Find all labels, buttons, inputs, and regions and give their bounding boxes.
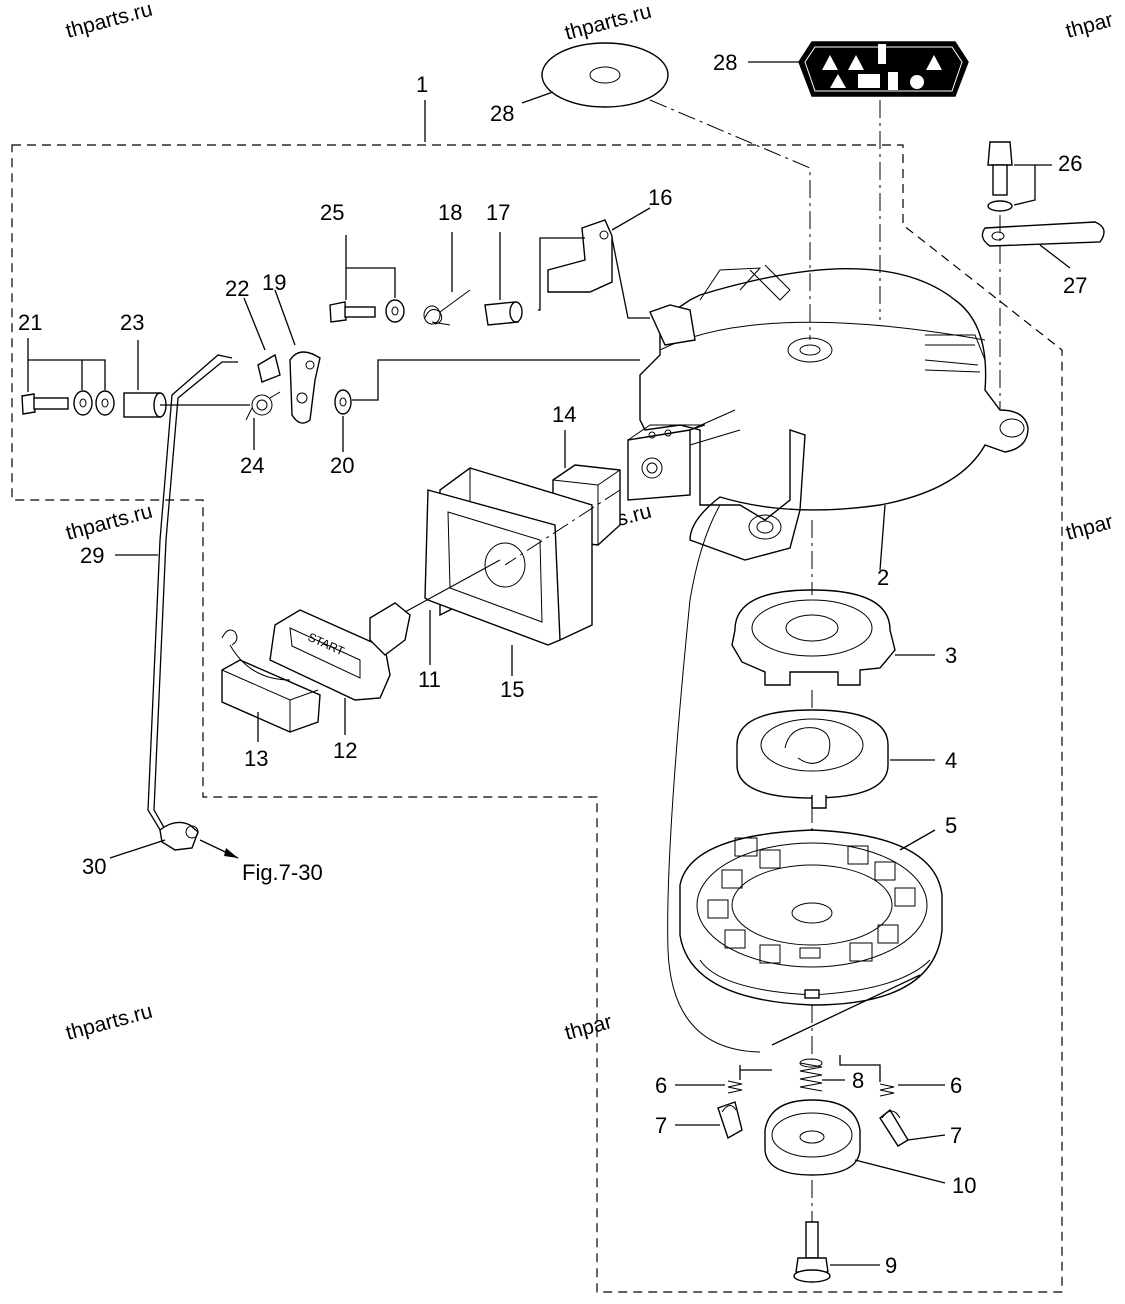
friction-spring bbox=[799, 1058, 823, 1092]
friction-plate bbox=[764, 1099, 861, 1176]
part-number-4: 4 bbox=[945, 748, 957, 773]
part-number-23: 23 bbox=[120, 310, 144, 335]
part-number-15: 15 bbox=[500, 677, 524, 702]
grommet-11 bbox=[424, 489, 561, 646]
part-number-10: 10 bbox=[952, 1173, 976, 1198]
clip-30 bbox=[159, 821, 199, 851]
part-number-3: 3 bbox=[945, 643, 957, 668]
part-number-24: 24 bbox=[240, 453, 264, 478]
part-number-18: 18 bbox=[438, 200, 462, 225]
screw-25 bbox=[329, 299, 405, 323]
starter-housing bbox=[627, 264, 1029, 561]
part-number-1: 1 bbox=[416, 72, 428, 97]
part-number-27: 27 bbox=[1063, 273, 1087, 298]
part-number-26: 26 bbox=[1058, 151, 1082, 176]
figure-ref-arrow bbox=[199, 839, 239, 859]
washer-20 bbox=[334, 389, 352, 415]
part-number-22: 22 bbox=[225, 276, 249, 301]
part-number-2: 2 bbox=[877, 565, 889, 590]
strap-27 bbox=[981, 221, 1105, 247]
pawl-spring-right bbox=[879, 1083, 895, 1097]
part-number-9: 9 bbox=[885, 1253, 897, 1278]
part-number-28-decal: 28 bbox=[490, 101, 514, 126]
figure-reference: Fig.7-30 bbox=[242, 860, 323, 885]
part-number-16: 16 bbox=[648, 185, 672, 210]
part-number-21: 21 bbox=[18, 310, 42, 335]
part-number-17: 17 bbox=[486, 200, 510, 225]
rope-route bbox=[667, 504, 761, 1053]
part-labels: 1 2 3 4 5 6 6 7 7 8 9 10 11 12 13 14 15 … bbox=[18, 50, 1087, 1278]
handle-insert-13 bbox=[221, 629, 321, 733]
part-number-30: 30 bbox=[82, 854, 106, 879]
watermark: thpar bbox=[1063, 510, 1115, 545]
spring-18 bbox=[423, 289, 471, 326]
round-decal bbox=[541, 42, 669, 108]
rope-pulley bbox=[679, 829, 943, 1006]
collar-17 bbox=[484, 301, 523, 326]
part-number-14: 14 bbox=[552, 402, 576, 427]
collar-23 bbox=[123, 392, 167, 418]
watermark: thpar bbox=[562, 1010, 614, 1045]
part-number-7-left: 7 bbox=[655, 1113, 667, 1138]
pawl-left bbox=[717, 1101, 743, 1140]
warning-label bbox=[798, 41, 969, 97]
watermark: thparts.ru bbox=[63, 500, 155, 545]
part-number-6-right: 6 bbox=[950, 1073, 962, 1098]
ratchet-plate bbox=[731, 589, 896, 686]
part-number-13: 13 bbox=[244, 746, 268, 771]
part-number-11: 11 bbox=[418, 667, 441, 692]
center-bolt bbox=[793, 1221, 831, 1283]
part-number-20: 20 bbox=[330, 453, 354, 478]
watermark: thparts.ru bbox=[63, 1000, 155, 1045]
clip-22 bbox=[257, 353, 281, 383]
part-number-19: 19 bbox=[262, 270, 286, 295]
part-number-28-label: 28 bbox=[713, 50, 737, 75]
alignment-lines bbox=[504, 99, 1001, 1222]
recoil-spring bbox=[736, 709, 889, 809]
bolt-26 bbox=[987, 141, 1013, 212]
watermark: thparts.ru bbox=[562, 0, 654, 45]
part-number-25: 25 bbox=[320, 200, 344, 225]
part-number-29: 29 bbox=[80, 543, 104, 568]
part-number-5: 5 bbox=[945, 813, 957, 838]
plate-19 bbox=[289, 351, 321, 424]
starter-rope bbox=[771, 974, 921, 1046]
part-number-12: 12 bbox=[333, 738, 357, 763]
link-rod-29 bbox=[147, 354, 238, 839]
leader-lines bbox=[27, 61, 1071, 1266]
pawl-right bbox=[879, 1108, 909, 1147]
watermark: thparts.ru bbox=[63, 0, 155, 43]
screw-21 bbox=[21, 390, 115, 416]
part-number-7-right: 7 bbox=[950, 1123, 962, 1148]
pawl-spring-left bbox=[727, 1080, 743, 1094]
assembly-boundary bbox=[11, 144, 1063, 1293]
lever-16 bbox=[547, 219, 613, 293]
part-number-6-left: 6 bbox=[655, 1073, 667, 1098]
spring-24 bbox=[245, 391, 281, 421]
watermark: thpar bbox=[1063, 8, 1115, 43]
part-number-8: 8 bbox=[852, 1068, 864, 1093]
starter-handle-12: START bbox=[269, 559, 501, 701]
